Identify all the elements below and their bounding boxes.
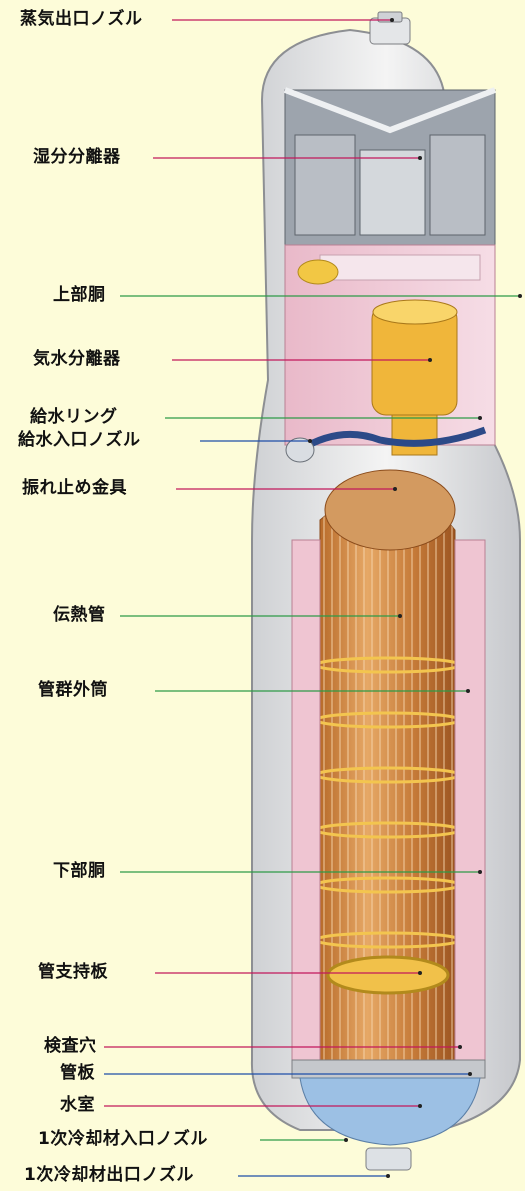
label-primary-coolant-outlet-nozzle: 1次冷却材出口ノズル: [24, 1166, 194, 1184]
leader-endpoint: [428, 358, 432, 362]
leader-endpoint: [398, 614, 402, 618]
label-tube-sheet: 管板: [60, 1064, 95, 1082]
label-steam-outlet-nozzle: 蒸気出口ノズル: [20, 10, 143, 28]
leader-endpoint: [418, 971, 422, 975]
label-feedwater-ring: 給水リング: [30, 408, 118, 426]
leader-endpoint: [468, 1072, 472, 1076]
leader-endpoint: [518, 294, 522, 298]
leader-endpoint: [393, 487, 397, 491]
leader-endpoint: [458, 1045, 462, 1049]
label-upper-shell: 上部胴: [53, 286, 106, 304]
steam-outlet-nozzle-shape: [370, 12, 410, 44]
leader-endpoint: [386, 1174, 390, 1178]
label-inspection-hole: 検査穴: [44, 1037, 97, 1055]
leader-endpoint: [418, 1104, 422, 1108]
tube-sheet-and-water-chamber: [292, 1060, 485, 1170]
leader-endpoint: [418, 156, 422, 160]
label-water-chamber: 水室: [60, 1096, 95, 1114]
label-heat-transfer-tube: 伝熱管: [53, 606, 106, 624]
leader-endpoint: [344, 1138, 348, 1142]
label-tube-bundle-wrapper: 管群外筒: [38, 681, 108, 699]
leader-endpoint: [308, 439, 312, 443]
label-steam-water-separator: 気水分離器: [33, 350, 121, 368]
label-moisture-separator: 湿分分離器: [33, 148, 121, 166]
label-primary-coolant-inlet-nozzle: 1次冷却材入口ノズル: [38, 1130, 208, 1148]
label-anti-vibration-bar: 振れ止め金具: [22, 479, 127, 497]
leader-endpoint: [466, 689, 470, 693]
label-feedwater-inlet-nozzle: 給水入口ノズル: [18, 431, 141, 449]
label-lower-shell: 下部胴: [53, 862, 106, 880]
leader-endpoint: [478, 870, 482, 874]
leader-endpoint: [478, 416, 482, 420]
label-tube-support-plate: 管支持板: [38, 963, 108, 981]
moisture-separator-shape: [285, 90, 495, 245]
leader-endpoint: [390, 18, 394, 22]
